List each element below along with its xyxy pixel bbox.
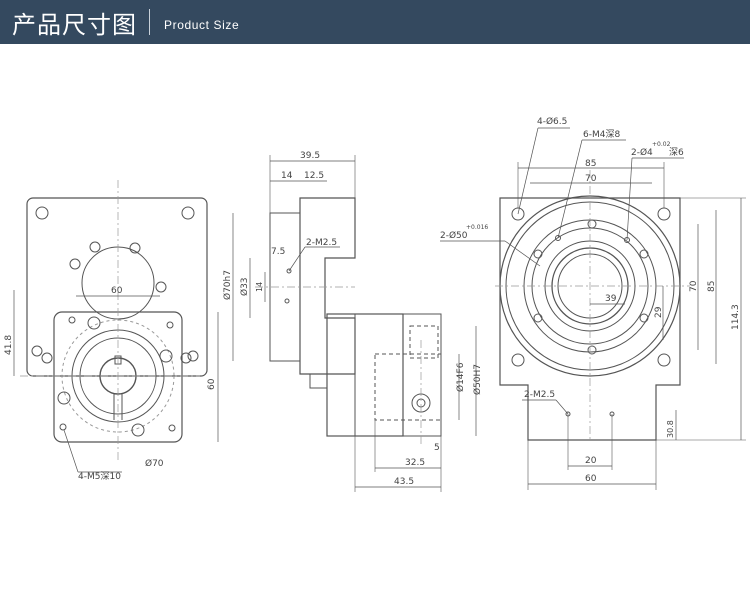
left-flange-hole-b [166,321,174,329]
right-dim-70-top: 70 [585,174,597,184]
left-dim-60-side: 60 [207,378,217,390]
right-note-2d4-tol: +0.02 [652,141,671,148]
middle-dim-d50h7: Ø50H7 [472,364,483,395]
left-dim-418: 41.8 [4,335,14,355]
right-dim-85-top: 85 [585,159,596,169]
right-note-2d4: 2-Ø4 [631,147,653,158]
left-dim-60-top: 60 [111,286,123,296]
left-corner-hole-br [187,350,199,362]
left-flange-bolt-1 [87,316,101,330]
page-header: 产品尺寸图 Product Size [0,0,750,44]
right-dim-70-side: 70 [689,280,699,292]
left-side-hole [41,352,53,364]
left-upper-bolt-2 [129,242,141,254]
middle-output-block [354,313,442,437]
middle-dim-12-5: 12.5 [304,171,324,181]
left-upper-bolt-3 [69,258,81,270]
right-note-2m25: 2-M2.5 [524,390,555,400]
left-upper-bolt-4 [155,281,167,293]
left-flange-bolt-3 [57,391,71,405]
right-note-2d4-depth: 深6 [669,147,684,158]
middle-dim-7-5: 7.5 [271,247,285,257]
right-leader-2m25 [555,399,569,415]
right-bolt-1 [587,219,597,229]
right-dim-30-8: 30.8 [666,420,675,438]
left-flange-bolt-2 [159,349,173,363]
right-leader-2d50-b [504,240,541,267]
right-corner-hole-bl [511,353,525,367]
right-dim-20: 20 [585,456,597,466]
left-dim-d70: Ø70 [145,458,164,469]
right-leader-6m4 [557,139,583,239]
right-dim-39: 39 [605,294,617,304]
middle-dim-5: 5 [434,443,440,453]
right-note-4d6-5: 4-Ø6.5 [537,116,567,127]
right-corner-hole-br [657,353,671,367]
middle-dim-d33: Ø33 [239,277,250,296]
middle-dim-d14f6: Ø14F6 [455,362,466,392]
left-corner-hole-tl [35,206,49,220]
right-dim-60: 60 [585,474,597,484]
header-divider [149,9,150,35]
right-dim-29: 29 [654,306,664,318]
middle-gear-body [326,313,404,437]
right-dim-114-3: 114.3 [731,304,741,330]
middle-dim-32-5: 32.5 [405,458,425,468]
middle-output-boss [374,353,442,421]
middle-note-2m25: 2-M2.5 [306,238,337,248]
left-leader-4m5-b [63,429,79,473]
left-corner-hole-bl [31,345,43,357]
left-flange-bolt-4 [131,423,145,437]
right-bolt-5 [533,313,543,323]
right-note-2d50-tol: +0.016 [466,224,488,231]
right-note-2d50: 2-Ø50 [440,230,468,241]
middle-view: 39.5 14 12.5 Ø70h7 Ø33 14 7.5 2-M2.5 Ø14… [222,151,483,492]
middle-dim-d70h7: Ø70h7 [222,270,233,300]
header-title-en: Product Size [164,18,240,32]
middle-leader-2m25 [288,246,306,272]
right-leader-4d65 [517,127,539,215]
header-title-cn: 产品尺寸图 [12,10,137,39]
right-dim-85-side: 85 [707,281,717,292]
middle-output-dashed-top [409,325,439,359]
right-bolt-3 [639,313,649,323]
right-note-6m4: 6-M4深8 [583,129,620,140]
right-corner-hole-tr [657,207,671,221]
right-view: 4-Ø6.5 6-M4深8 2-Ø4 +0.02 深6 2-Ø50 +0.016… [440,116,746,490]
left-view: 60 41.8 60 Ø70 4-M5深10 [4,180,219,482]
left-note-4m5: 4-M5深10 [78,471,121,482]
left-flange-hole-c [59,423,67,431]
left-upper-bolt-1 [89,241,101,253]
right-pin-1 [555,235,561,241]
middle-dim-14-small: 14 [255,282,264,292]
technical-drawing: 60 41.8 60 Ø70 4-M5深10 39.5 14 12.5 [4,116,746,492]
left-flange-hole-a [68,316,76,324]
middle-m25-hole-1 [286,268,292,274]
middle-m25-hole-2 [284,298,290,304]
middle-dim-43-5: 43.5 [394,477,414,487]
right-bolt-4 [587,345,597,355]
left-flange-hole-d [168,424,176,432]
left-flange-outer [61,319,175,433]
right-bolt-6 [533,249,543,259]
middle-side-shaft [309,373,328,389]
left-corner-hole-tr [181,206,195,220]
right-bolt-2 [639,249,649,259]
middle-dim-39-5: 39.5 [300,151,320,161]
left-side-hole-2 [180,352,192,364]
right-leader-2d4 [626,157,633,241]
middle-dim-14: 14 [281,171,293,181]
